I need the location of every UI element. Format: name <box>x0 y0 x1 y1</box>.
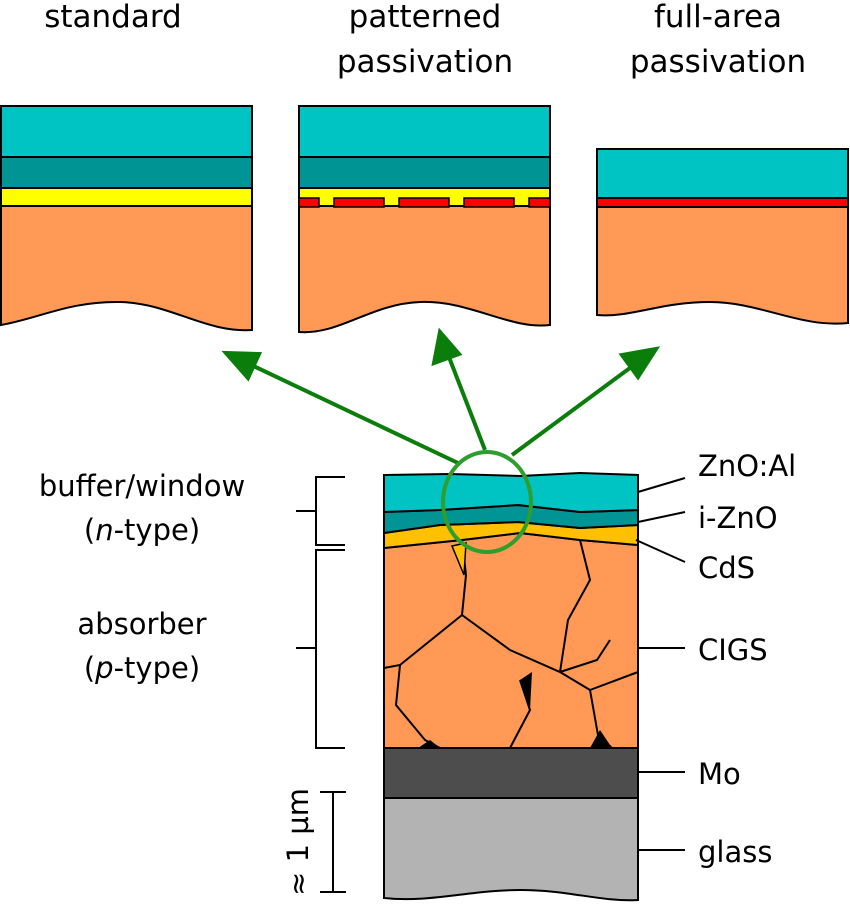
void-regions <box>418 542 612 748</box>
cigs-layer <box>383 531 639 749</box>
void-region <box>418 740 440 748</box>
panel-fullarea-title-line1: full-area <box>654 0 782 35</box>
panel-fullarea-title-line2: passivation <box>630 44 806 80</box>
mo-layer <box>383 747 639 799</box>
arrow-to-patterned-head <box>431 327 463 367</box>
label-zno-al: ZnO:Al <box>698 449 796 483</box>
absorber-bracket <box>315 549 345 749</box>
fullarea-zno-al-layer <box>596 148 849 199</box>
label-cds: CdS <box>698 551 755 585</box>
arrow-to-standard <box>244 360 459 465</box>
patterned-passivation-segment <box>333 197 385 208</box>
zno-al-layer <box>383 471 639 514</box>
label-mo: Mo <box>698 757 741 791</box>
patterned-passivation-segment <box>398 197 450 208</box>
patterned-passivation-segment <box>463 197 515 208</box>
buffer-label-line1: buffer/window <box>39 469 245 503</box>
label-i-zno: i-ZnO <box>698 501 778 535</box>
grain-boundary-line <box>559 539 592 673</box>
panel-fullarea <box>596 148 849 325</box>
cds-leader <box>635 539 686 563</box>
void-region <box>520 672 532 710</box>
arrow-to-standard-head <box>221 350 263 382</box>
void-region <box>590 730 612 748</box>
panel-standard-title: standard <box>44 0 182 35</box>
absorber-label-line1: absorber <box>77 607 206 641</box>
patterned-passivation-segment <box>528 197 551 208</box>
arrow-to-patterned <box>445 351 487 451</box>
label-glass: glass <box>698 835 772 869</box>
buffer-label-line2: (n-type) <box>84 513 200 547</box>
patterned-zno-al-layer <box>298 105 551 158</box>
absorber-label-line2: (p-type) <box>84 651 200 685</box>
scale-bar-label: ≈ 1 µm <box>281 788 315 896</box>
label-cigs: CIGS <box>698 633 768 667</box>
patterned-cigs-layer <box>298 205 551 334</box>
arrow-to-fullarea-head <box>618 346 661 381</box>
panel-patterned-title-line1: patterned <box>349 0 502 35</box>
buffer-bracket <box>315 476 345 546</box>
panel-standard <box>0 105 253 332</box>
cds-intrusion <box>450 542 467 576</box>
panel-patterned-title-line2: passivation <box>337 44 513 80</box>
scale-bar <box>320 791 346 893</box>
zno-al-leader <box>637 477 686 493</box>
glass-layer <box>383 797 639 902</box>
arrow-to-fullarea <box>510 360 640 457</box>
panel-patterned <box>298 105 551 334</box>
standard-cds-layer <box>0 187 253 207</box>
device-stack <box>383 471 639 902</box>
grain-boundary-line <box>589 671 639 691</box>
layer-leader-lines <box>635 477 686 851</box>
standard-i-zno-layer <box>0 156 253 189</box>
i-zno-leader <box>637 511 686 523</box>
brackets <box>296 476 345 749</box>
zoom-arrows <box>221 327 661 465</box>
patterned-passivation-segment <box>298 197 320 208</box>
standard-zno-al-layer <box>0 105 253 158</box>
zoom-circle <box>441 450 533 554</box>
fullarea-passivation-layer <box>596 197 849 208</box>
patterned-i-zno-layer <box>298 156 551 189</box>
fullarea-cigs-layer <box>596 206 849 325</box>
standard-cigs-layer <box>0 205 253 332</box>
